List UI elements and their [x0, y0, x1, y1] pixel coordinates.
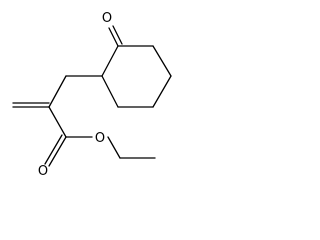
alkene-to-carbonyl-bond — [48, 106, 67, 138]
ester-group: O O — [38, 131, 156, 179]
ketone-group: O — [102, 11, 123, 47]
cyclohexanone-ring — [101, 45, 172, 108]
ring-bond-3 — [152, 45, 172, 77]
structure-diagram: O O O — [12, 11, 172, 179]
side-chain — [12, 75, 103, 138]
carbonyl-oxygen-label: O — [38, 164, 48, 179]
ring-bond-6 — [101, 75, 119, 108]
ester-oxygen-label: O — [95, 131, 105, 146]
ketone-double-bond-b — [112, 25, 123, 45]
ring-bond-1 — [101, 45, 119, 77]
ester-oxygen-to-ethyl-bond — [107, 136, 121, 159]
ring-bond-4 — [152, 75, 172, 108]
ester-carbonyl-double-bond-b — [44, 134, 63, 165]
ester-carbonyl-double-bond-a — [48, 136, 67, 167]
ch2-to-alkene-carbon-bond — [48, 75, 67, 108]
ketone-double-bond-a — [108, 27, 119, 47]
ketone-oxygen-label: O — [102, 11, 112, 26]
